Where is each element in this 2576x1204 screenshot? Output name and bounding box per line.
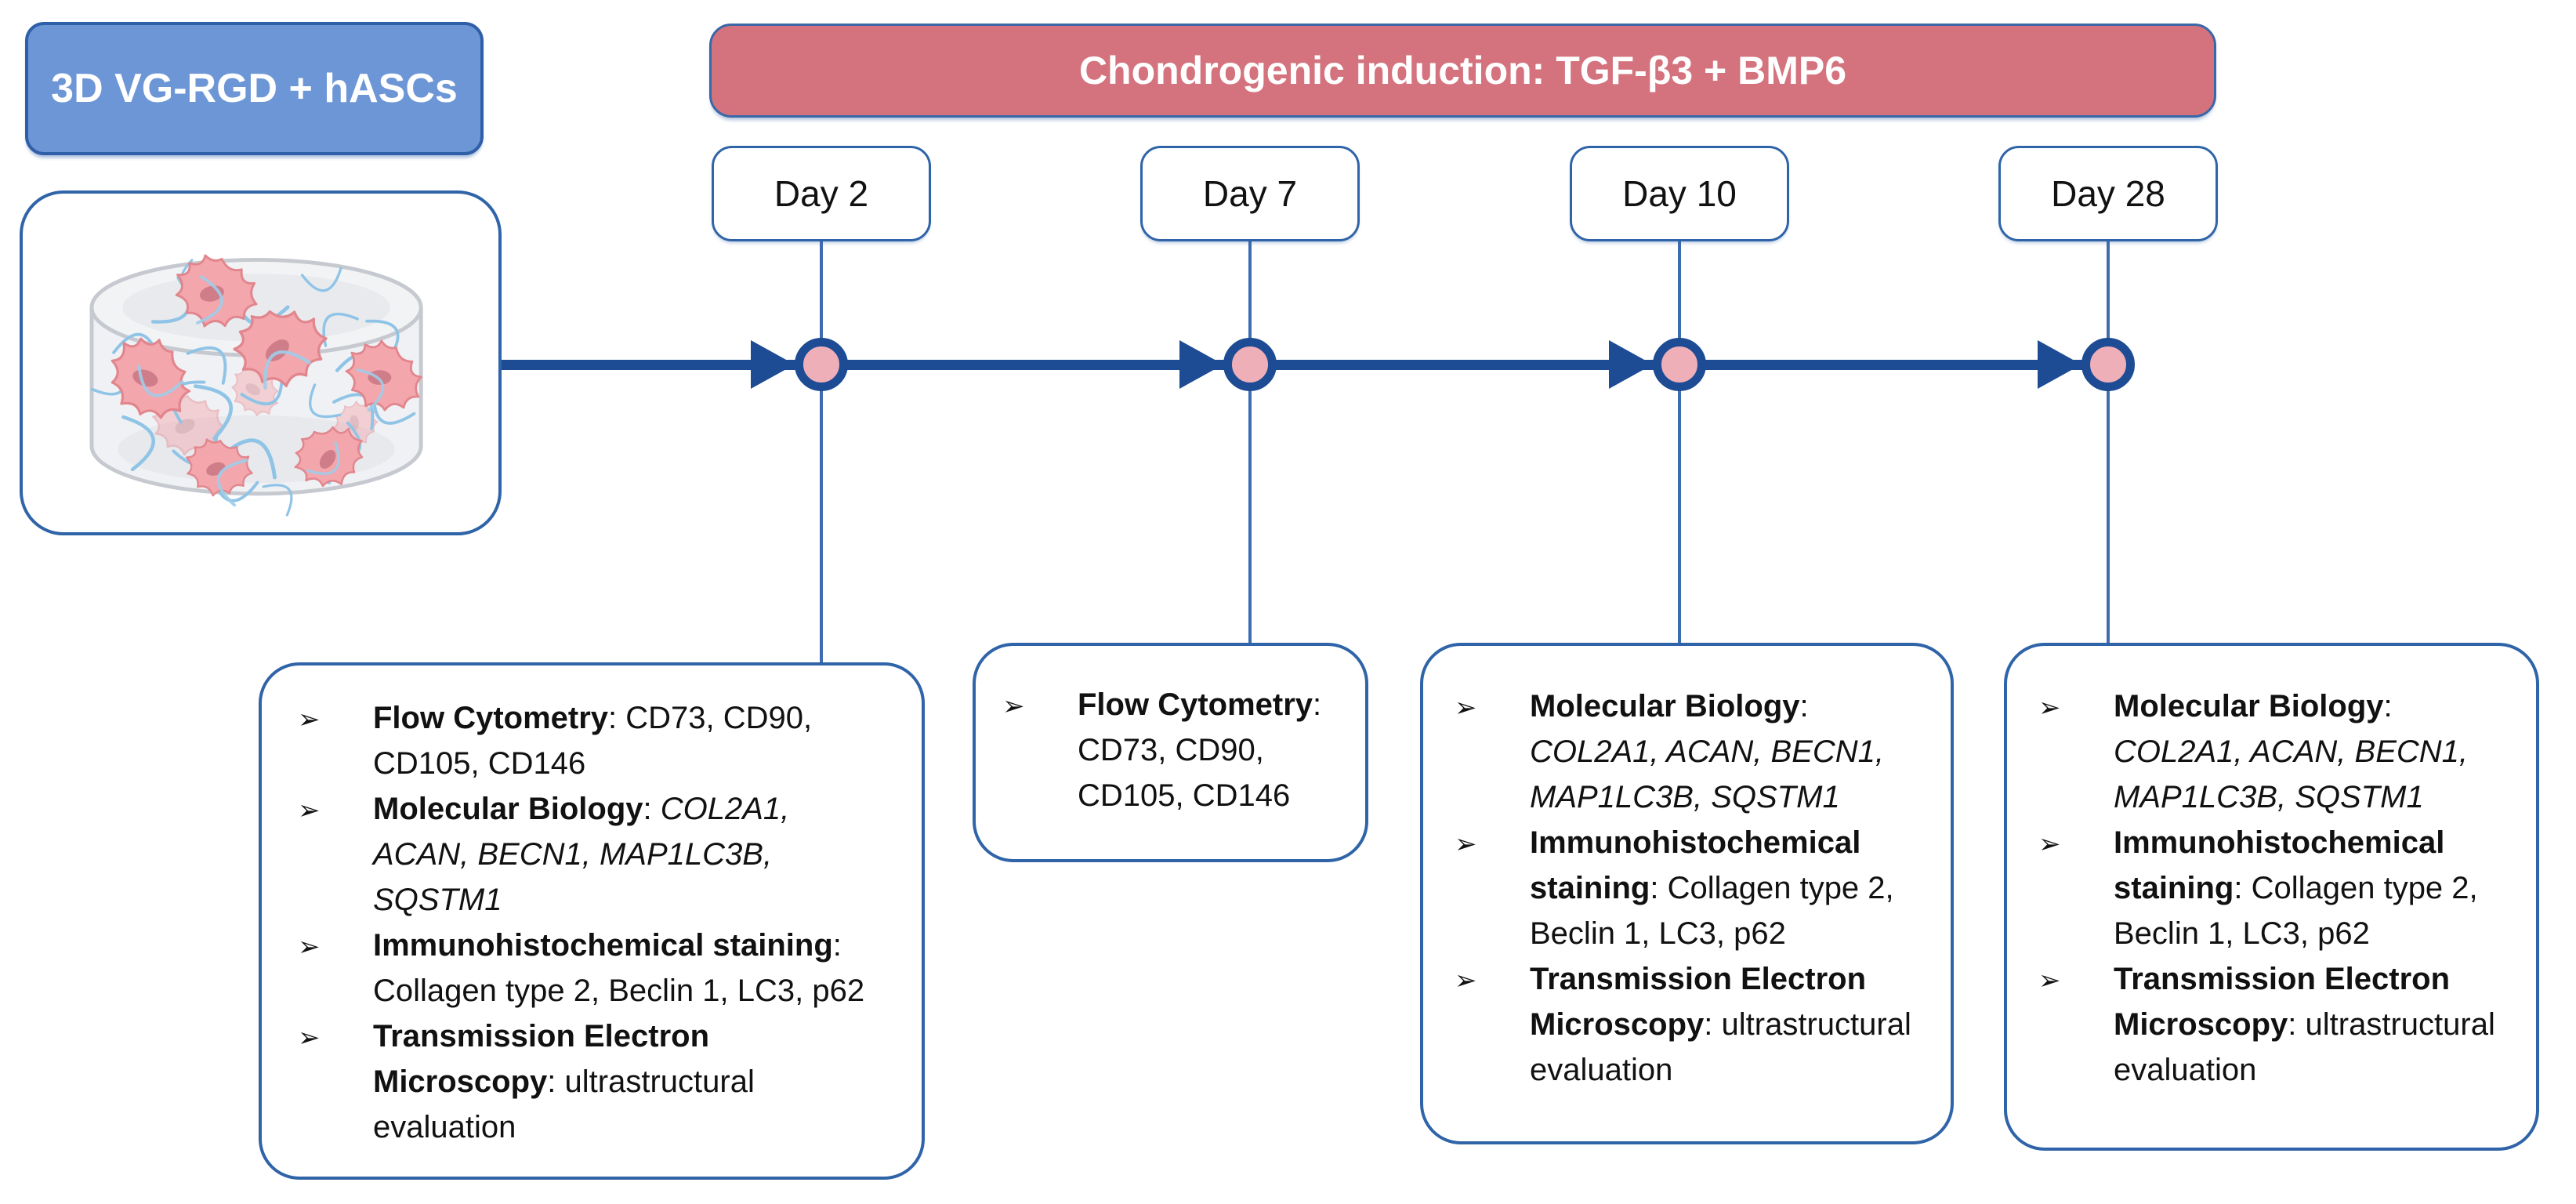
assay-item-text: Immunohistochemical staining: Collagen t… xyxy=(373,928,865,1008)
assay-item-text: Molecular Biology: COL2A1, ACAN, BECN1, … xyxy=(373,792,790,917)
assay-item-text: Transmission Electron Microscopy: ultras… xyxy=(1530,962,1911,1087)
bullet-arrow-icon: ➢ xyxy=(1455,693,1477,723)
timeline-node-day7 xyxy=(1223,338,1277,391)
assay-box-day7: ➢ Flow Cytometry: CD73, CD90, CD105, CD14… xyxy=(973,643,1368,862)
assay-item-text: Transmission Electron Microscopy: ultras… xyxy=(2114,962,2495,1087)
induction-banner: Chondrogenic induction: TGF-β3 + BMP6 xyxy=(709,24,2216,118)
bullet-arrow-icon: ➢ xyxy=(298,1023,321,1053)
day-label: Day 10 xyxy=(1622,173,1737,214)
assay-list: ➢ Flow Cytometry: CD73, CD90, CD105, CD14… xyxy=(1002,682,1350,818)
assay-item: ➢ Immunohistochemical staining: Collagen … xyxy=(2038,820,2520,956)
assay-item-text: Molecular Biology: COL2A1, ACAN, BECN1, … xyxy=(1530,689,1885,814)
day-label-box-day10: Day 10 xyxy=(1570,146,1789,241)
assay-item: ➢ Transmission Electron Microscopy: ultra… xyxy=(298,1014,890,1150)
bullet-arrow-icon: ➢ xyxy=(298,705,321,734)
timeline-node-day2 xyxy=(795,338,848,391)
assay-box-day28: ➢ Molecular Biology: COL2A1, ACAN, BECN1,… xyxy=(2004,643,2539,1151)
arrowhead-icon xyxy=(1179,340,1223,389)
assay-item: ➢ Transmission Electron Microscopy: ultra… xyxy=(1455,956,1935,1093)
assay-list: ➢ Molecular Biology: COL2A1, ACAN, BECN1,… xyxy=(2038,684,2520,1093)
day-label-box-day28: Day 28 xyxy=(1998,146,2218,241)
assay-item: ➢ Molecular Biology: COL2A1, ACAN, BECN1,… xyxy=(1455,684,1935,820)
bullet-arrow-icon: ➢ xyxy=(1455,966,1477,995)
assay-item-text: Flow Cytometry: CD73, CD90, CD105, CD146 xyxy=(1078,687,1322,813)
induction-banner-label: Chondrogenic induction: TGF-β3 + BMP6 xyxy=(1078,49,1847,92)
bullet-arrow-icon: ➢ xyxy=(298,796,321,825)
assay-item: ➢ Flow Cytometry: CD73, CD90, CD105, CD14… xyxy=(1002,682,1350,818)
timeline-node-day28 xyxy=(2081,338,2135,391)
assay-item-text: Immunohistochemical staining: Collagen t… xyxy=(2114,825,2478,951)
assay-item-text: Immunohistochemical staining: Collagen t… xyxy=(1530,825,1894,951)
day-label-box-day7: Day 7 xyxy=(1140,146,1360,241)
bullet-arrow-icon: ➢ xyxy=(298,932,321,962)
assay-item-text: Molecular Biology: COL2A1, ACAN, BECN1, … xyxy=(2114,689,2469,814)
arrowhead-icon xyxy=(751,340,795,389)
day-label-box-day2: Day 2 xyxy=(712,146,931,241)
arrowhead-icon xyxy=(2038,340,2081,389)
scaffold-cells-illustration xyxy=(89,249,435,517)
assay-item-text: Flow Cytometry: CD73, CD90, CD105, CD146 xyxy=(373,701,813,781)
bullet-arrow-icon: ➢ xyxy=(2038,693,2061,723)
assay-box-day10: ➢ Molecular Biology: COL2A1, ACAN, BECN1,… xyxy=(1420,643,1954,1144)
bullet-arrow-icon: ➢ xyxy=(1455,829,1477,859)
connector-line-day10 xyxy=(1678,241,1681,643)
assay-list: ➢ Flow Cytometry: CD73, CD90, CD105, CD14… xyxy=(298,695,890,1150)
sample-box: 3D VG-RGD + hASCs xyxy=(25,22,484,155)
bullet-arrow-icon: ➢ xyxy=(1002,691,1025,721)
assay-item: ➢ Molecular Biology: COL2A1, ACAN, BECN1,… xyxy=(298,786,890,923)
timeline-arrow xyxy=(502,360,2108,370)
connector-line-day2 xyxy=(820,241,823,662)
assay-item: ➢ Immunohistochemical staining: Collagen … xyxy=(1455,820,1935,956)
sample-box-label: 3D VG-RGD + hASCs xyxy=(51,66,458,111)
day-label: Day 2 xyxy=(774,173,869,214)
bullet-arrow-icon: ➢ xyxy=(2038,966,2061,995)
assay-list: ➢ Molecular Biology: COL2A1, ACAN, BECN1,… xyxy=(1455,684,1935,1093)
timeline-node-day10 xyxy=(1653,338,1706,391)
assay-item: ➢ Flow Cytometry: CD73, CD90, CD105, CD14… xyxy=(298,695,890,786)
connector-line-day7 xyxy=(1248,241,1252,643)
assay-item: ➢ Transmission Electron Microscopy: ultra… xyxy=(2038,956,2520,1093)
assay-item: ➢ Molecular Biology: COL2A1, ACAN, BECN1,… xyxy=(2038,684,2520,820)
connector-line-day28 xyxy=(2107,241,2110,643)
day-label: Day 28 xyxy=(2051,173,2165,214)
day-label: Day 7 xyxy=(1202,173,1298,214)
assay-item: ➢ Immunohistochemical staining: Collagen … xyxy=(298,923,890,1014)
scaffold-illustration-box xyxy=(20,190,502,535)
assay-box-day2: ➢ Flow Cytometry: CD73, CD90, CD105, CD14… xyxy=(259,662,925,1180)
bullet-arrow-icon: ➢ xyxy=(2038,829,2061,859)
arrowhead-icon xyxy=(1609,340,1653,389)
assay-item-text: Transmission Electron Microscopy: ultras… xyxy=(373,1019,755,1144)
